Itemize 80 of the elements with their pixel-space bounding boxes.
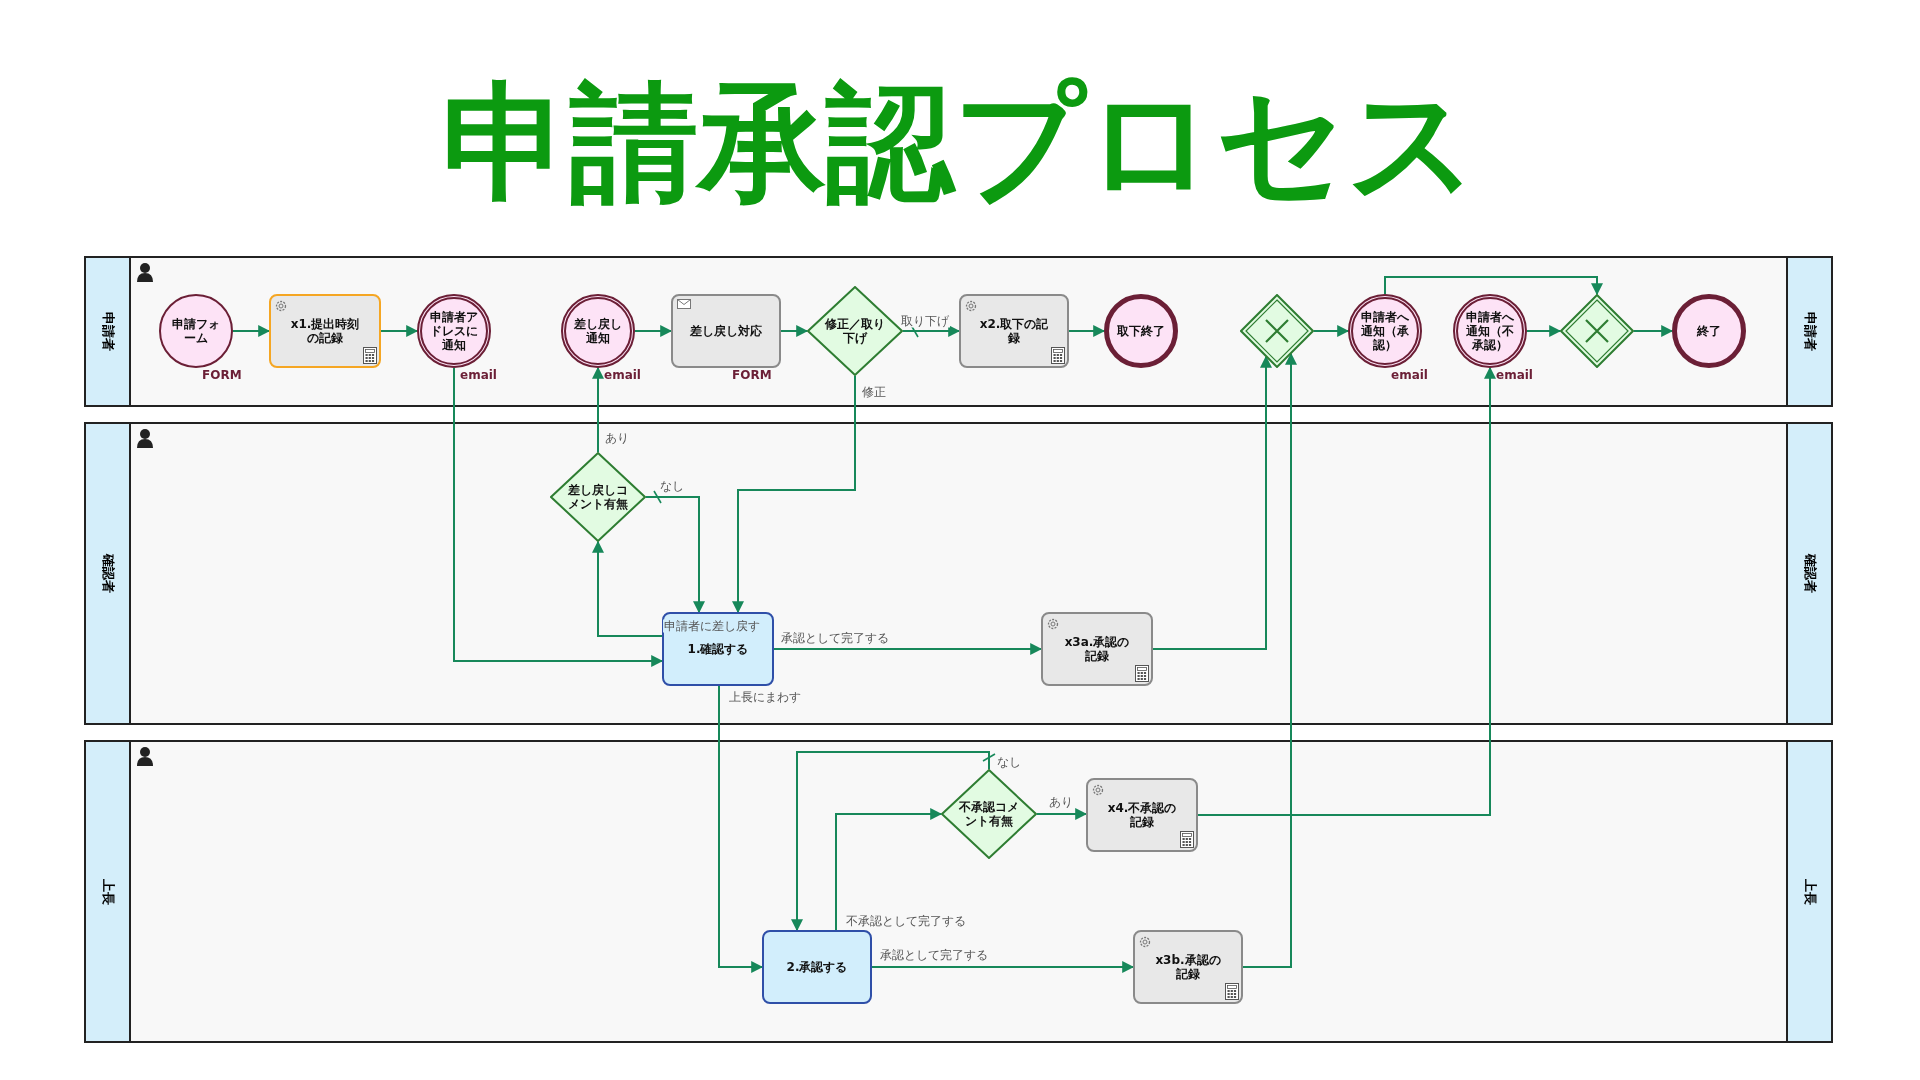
edge-label: 上長にまわす xyxy=(728,690,802,704)
sequence-flow-arrow xyxy=(791,751,996,932)
sequence-flow-arrow xyxy=(232,325,271,337)
swimlane xyxy=(84,422,1833,725)
task-box xyxy=(269,294,381,368)
task-box xyxy=(1041,612,1153,686)
edge-label: なし xyxy=(996,755,1022,769)
edge-label: 修正 xyxy=(861,385,887,399)
node-label: 不承認コメント有無 xyxy=(958,800,1020,828)
sequence-flow-arrow xyxy=(634,325,673,337)
node-label: 差し戻しコメント有無 xyxy=(567,483,629,511)
task-box xyxy=(762,930,872,1004)
lane-header: 申請者 xyxy=(86,258,131,405)
node-label: x1.提出時刻の記録 xyxy=(289,317,361,345)
task-box xyxy=(1086,778,1198,852)
edge-label: なし xyxy=(659,479,685,493)
node-label: 取下終了 xyxy=(1116,324,1166,338)
task-box xyxy=(1133,930,1243,1004)
task-box xyxy=(671,294,781,368)
edge-label: 承認として完了する xyxy=(879,948,989,962)
lane-header: 上長 xyxy=(86,742,131,1041)
node-label: x3a.承認の記録 xyxy=(1063,635,1131,663)
node-label: x4.不承認の記録 xyxy=(1106,801,1178,829)
sequence-flow-arrow xyxy=(1384,276,1603,296)
decision-diamond xyxy=(550,452,646,542)
node-label: 1.確認する xyxy=(686,642,750,656)
lane-header: 申請者 xyxy=(1786,258,1831,405)
sequence-flow-arrow xyxy=(592,540,663,637)
sequence-flow-arrow xyxy=(592,366,604,453)
exclusive-gateway-diamond xyxy=(1560,294,1634,368)
sequence-flow-arrow xyxy=(773,643,1043,655)
event-type-label: email xyxy=(1496,369,1533,382)
edge-label: 申請者に差し戻す xyxy=(663,619,761,633)
sequence-flow-arrow xyxy=(645,490,705,614)
sequence-flow-arrow xyxy=(732,375,856,614)
sequence-flow-arrow xyxy=(380,325,419,337)
sequence-flow-arrow xyxy=(780,325,809,337)
sequence-flow-arrow xyxy=(902,324,961,338)
node-label: 修正／取り下げ xyxy=(824,317,886,345)
exclusive-gateway-diamond xyxy=(1240,294,1314,368)
decision-diamond xyxy=(807,286,903,376)
sequence-flow-arrow xyxy=(1068,325,1106,337)
node-label: 終了 xyxy=(1696,324,1722,338)
node-label: 申請フォーム xyxy=(171,317,221,345)
sequence-flow-arrow xyxy=(1526,325,1562,337)
sequence-flow-arrow xyxy=(1313,325,1350,337)
event-type-label: email xyxy=(604,369,641,382)
edge-label: 不承認として完了する xyxy=(845,914,967,928)
lane-header: 確認者 xyxy=(1786,424,1831,723)
sequence-flow-arrow xyxy=(1633,325,1674,337)
node-label: 差し戻し通知 xyxy=(573,317,623,345)
edge-label: 取り下げ xyxy=(900,314,950,328)
title: 申請承認プロセス xyxy=(441,66,1479,219)
sequence-flow-arrow xyxy=(835,808,943,931)
node-label: 差し戻し対応 xyxy=(689,324,763,338)
swimlane xyxy=(84,256,1833,407)
sequence-flow-arrow xyxy=(1242,352,1297,968)
edge-label: 承認として完了する xyxy=(780,631,890,645)
node-label: 申請者へ通知（不承認） xyxy=(1465,310,1515,352)
sequence-flow-arrow xyxy=(453,367,664,667)
sequence-flow-arrow xyxy=(1197,366,1496,816)
event-type-label: email xyxy=(460,369,497,382)
task-box xyxy=(662,612,774,686)
event-type-label: FORM xyxy=(202,369,242,382)
node-label: x2.取下の記録 xyxy=(978,317,1050,345)
sequence-flow-arrow xyxy=(1152,355,1272,650)
decision-diamond xyxy=(941,769,1037,859)
swimlane xyxy=(84,740,1833,1043)
event-type-label: email xyxy=(1391,369,1428,382)
lane-header: 上長 xyxy=(1786,742,1831,1041)
node-label: 申請者へ通知（承認） xyxy=(1360,310,1410,352)
node-label: 2.承認する xyxy=(785,960,849,974)
event-type-label: FORM xyxy=(732,369,772,382)
sequence-flow-arrow xyxy=(1036,808,1088,820)
sequence-flow-arrow xyxy=(871,961,1135,973)
lane-header: 確認者 xyxy=(86,424,131,723)
node-label: x3b.承認の記録 xyxy=(1154,953,1222,981)
node-label: 申請者アドレスに通知 xyxy=(429,310,479,352)
sequence-flow-arrow xyxy=(718,685,764,973)
task-box xyxy=(959,294,1069,368)
